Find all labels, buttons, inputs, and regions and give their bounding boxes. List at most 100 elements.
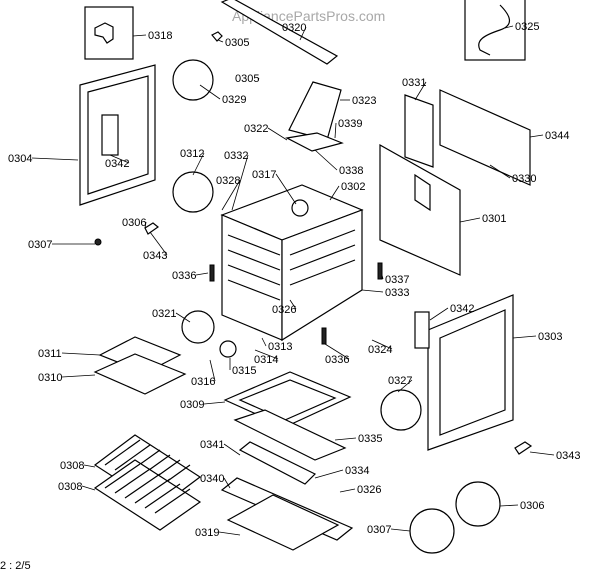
- part-label-0308[interactable]: 0308: [60, 460, 84, 472]
- part-0307: [94, 238, 102, 246]
- part-label-0334[interactable]: 0334: [345, 465, 369, 477]
- leader-line: [339, 488, 356, 493]
- part-0336: [321, 327, 327, 345]
- part-label-0303[interactable]: 0303: [538, 331, 562, 343]
- part-label-0336[interactable]: 0336: [172, 270, 196, 282]
- leader-line: [329, 185, 340, 201]
- part-labels: 0318 0305 0320 0325 0305 0329 0323 0331 0322 0339…: [8, 21, 580, 539]
- part-0320: [220, 0, 339, 65]
- part-label-0333[interactable]: 0333: [385, 287, 409, 299]
- part-label-0328[interactable]: 0328: [216, 175, 240, 187]
- leader-line: [429, 307, 449, 321]
- part-label-0312[interactable]: 0312: [180, 148, 204, 160]
- leader-line: [223, 443, 241, 456]
- part-label-0306[interactable]: 0306: [122, 217, 146, 229]
- part-label-0325[interactable]: 0325: [515, 21, 539, 33]
- part-label-0315[interactable]: 0315: [232, 365, 256, 377]
- part-label-0306[interactable]: 0306: [520, 500, 544, 512]
- part-label-0309[interactable]: 0309: [180, 399, 204, 411]
- part-label-0342[interactable]: 0342: [105, 158, 129, 170]
- part-0312: [172, 171, 214, 213]
- part-0318-box: [84, 6, 134, 60]
- part-label-0319[interactable]: 0319: [195, 527, 219, 539]
- rack-guides: [227, 229, 356, 301]
- part-label-0318[interactable]: 0318: [148, 30, 172, 42]
- part-0305: [211, 31, 223, 42]
- part-label-0339[interactable]: 0339: [338, 118, 362, 130]
- part-label-0332[interactable]: 0332: [224, 150, 248, 162]
- part-0344: [439, 89, 531, 186]
- part-0325: [478, 4, 510, 56]
- part-label-0330[interactable]: 0330: [512, 173, 536, 185]
- part-0319: [226, 494, 340, 551]
- part-0323: [288, 81, 342, 141]
- leader-line: [267, 127, 288, 141]
- part-label-0308[interactable]: 0308: [58, 481, 82, 493]
- part-0335: [233, 409, 347, 461]
- part-label-0301[interactable]: 0301: [482, 213, 506, 225]
- part-0342: [414, 311, 430, 349]
- part-0331: [404, 94, 434, 168]
- part-label-0340[interactable]: 0340: [200, 473, 224, 485]
- part-label-0314[interactable]: 0314: [254, 354, 278, 366]
- part-label-0317[interactable]: 0317: [252, 169, 276, 181]
- part-label-0310[interactable]: 0310: [38, 372, 62, 384]
- rack-bars: [104, 463, 191, 514]
- leader-line: [31, 157, 79, 161]
- part-0325-box: [464, 0, 526, 61]
- part-label-0326[interactable]: 0326: [272, 304, 296, 316]
- part-label-0311[interactable]: 0311: [38, 348, 62, 360]
- part-label-0324[interactable]: 0324: [368, 344, 392, 356]
- leader-line: [381, 274, 384, 280]
- leader-line: [414, 81, 427, 101]
- leader-line: [61, 374, 96, 378]
- part-0322: [285, 132, 344, 152]
- leader-line: [314, 149, 338, 171]
- part-0301: [379, 143, 461, 276]
- leader-line: [199, 84, 221, 100]
- part-label-0343[interactable]: 0343: [556, 450, 580, 462]
- leader-line: [499, 504, 519, 507]
- part-label-0316[interactable]: 0316: [191, 376, 215, 388]
- leader-line: [83, 464, 96, 468]
- part-label-0307[interactable]: 0307: [28, 239, 52, 251]
- part-label-0320[interactable]: 0320: [282, 22, 306, 34]
- part-label-0342[interactable]: 0342: [450, 303, 474, 315]
- part-label-0329[interactable]: 0329: [222, 94, 246, 106]
- part-label-0305[interactable]: 0305: [225, 37, 249, 49]
- part-label-0344[interactable]: 0344: [545, 130, 569, 142]
- part-0336: [209, 264, 215, 282]
- part-label-0338[interactable]: 0338: [339, 165, 363, 177]
- part-0315: [219, 340, 237, 358]
- part-label-0337[interactable]: 0337: [385, 274, 409, 286]
- leader-line: [361, 289, 384, 293]
- part-label-0323[interactable]: 0323: [352, 95, 376, 107]
- part-label-0327[interactable]: 0327: [388, 375, 412, 387]
- part-label-0341[interactable]: 0341: [200, 439, 224, 451]
- part-label-0343[interactable]: 0343: [143, 250, 167, 262]
- part-label-0331[interactable]: 0331: [402, 77, 426, 89]
- part-label-0326[interactable]: 0326: [357, 484, 381, 496]
- part-label-0336[interactable]: 0336: [325, 354, 349, 366]
- leader-line: [504, 25, 514, 29]
- leader-line: [324, 343, 350, 360]
- part-label-0321[interactable]: 0321: [152, 308, 176, 320]
- leader-line: [218, 531, 241, 536]
- side-inner: [439, 309, 506, 436]
- part-label-0307[interactable]: 0307: [367, 524, 391, 536]
- leader-line: [149, 231, 168, 256]
- leader-line: [334, 437, 357, 441]
- part-label-0322[interactable]: 0322: [244, 123, 268, 135]
- part-label-0302[interactable]: 0302: [341, 181, 365, 193]
- part-label-0313[interactable]: 0313: [268, 341, 292, 353]
- leader-line: [192, 152, 205, 176]
- leader-line: [109, 154, 130, 164]
- part-label-0304[interactable]: 0304: [8, 153, 32, 165]
- part-label-0305[interactable]: 0305: [235, 73, 259, 85]
- leader-line: [231, 154, 249, 211]
- part-label-0335[interactable]: 0335: [358, 433, 382, 445]
- part-0343: [144, 222, 160, 235]
- leader-line: [512, 335, 537, 339]
